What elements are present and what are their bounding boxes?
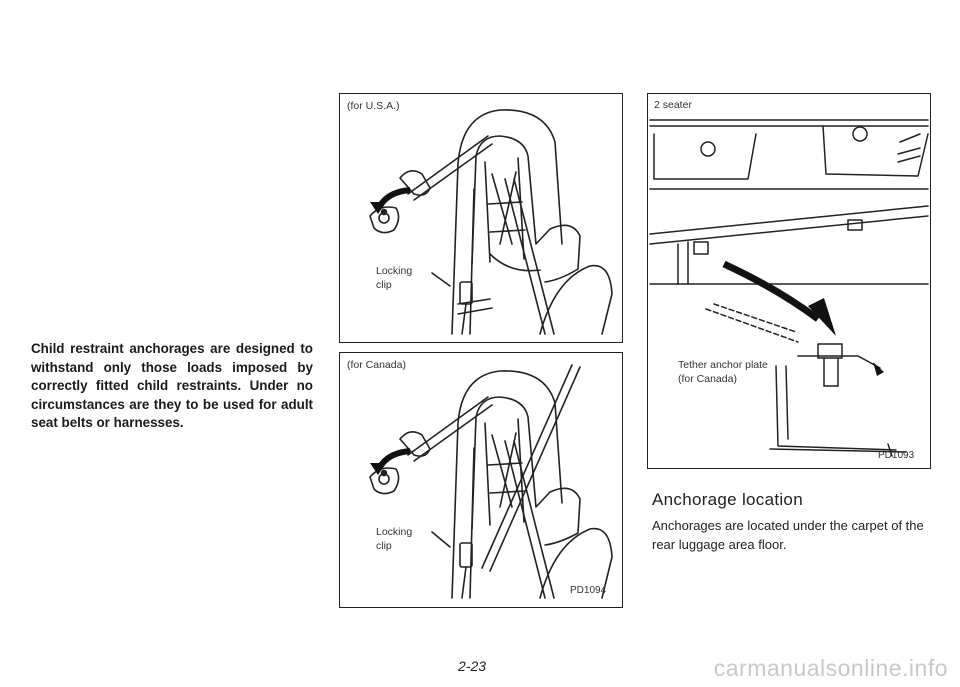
child-seat-illustration-canada: [369, 364, 613, 599]
callout-line-2: clip: [376, 540, 392, 552]
callout-line-1: Locking: [376, 265, 413, 277]
callout-tether-anchor-plate: Tether anchor plate (for Canada): [678, 358, 768, 386]
figure-tether-anchor: 2 seater Tether anchor plate (for Canada…: [647, 93, 931, 469]
section-body: Anchorages are located under the carpet …: [652, 518, 924, 552]
figure-code-pd1093: PD1093: [878, 450, 915, 461]
callout-line-1: Locking: [376, 526, 413, 538]
child-seat-illustration-usa: [369, 109, 613, 335]
figure-child-seat-usa: (for U.S.A.) Locking clip: [339, 93, 623, 343]
warning-paragraph: Child restraint anchorages are designed …: [31, 341, 313, 430]
caption-usa: (for U.S.A.): [347, 100, 400, 112]
page-number: 2-23: [458, 658, 487, 674]
callout-locking-clip-usa: Locking clip: [376, 264, 412, 292]
section-title: Anchorage location: [652, 490, 803, 509]
watermark: carmanualsonline.info: [713, 655, 948, 681]
caption-2-seater: 2 seater: [654, 99, 692, 111]
figure-code-pd1094: PD1094: [570, 585, 607, 596]
callout-line-2: (for Canada): [678, 373, 737, 385]
tether-anchor-illustration: [649, 119, 929, 457]
callout-line-1: Tether anchor plate: [678, 359, 768, 371]
caption-canada: (for Canada): [347, 359, 406, 371]
callout-locking-clip-canada: Locking clip: [376, 525, 412, 553]
callout-line-2: clip: [376, 279, 392, 291]
figure-child-seat-canada: (for Canada) Locking clip PD1094: [339, 352, 623, 608]
